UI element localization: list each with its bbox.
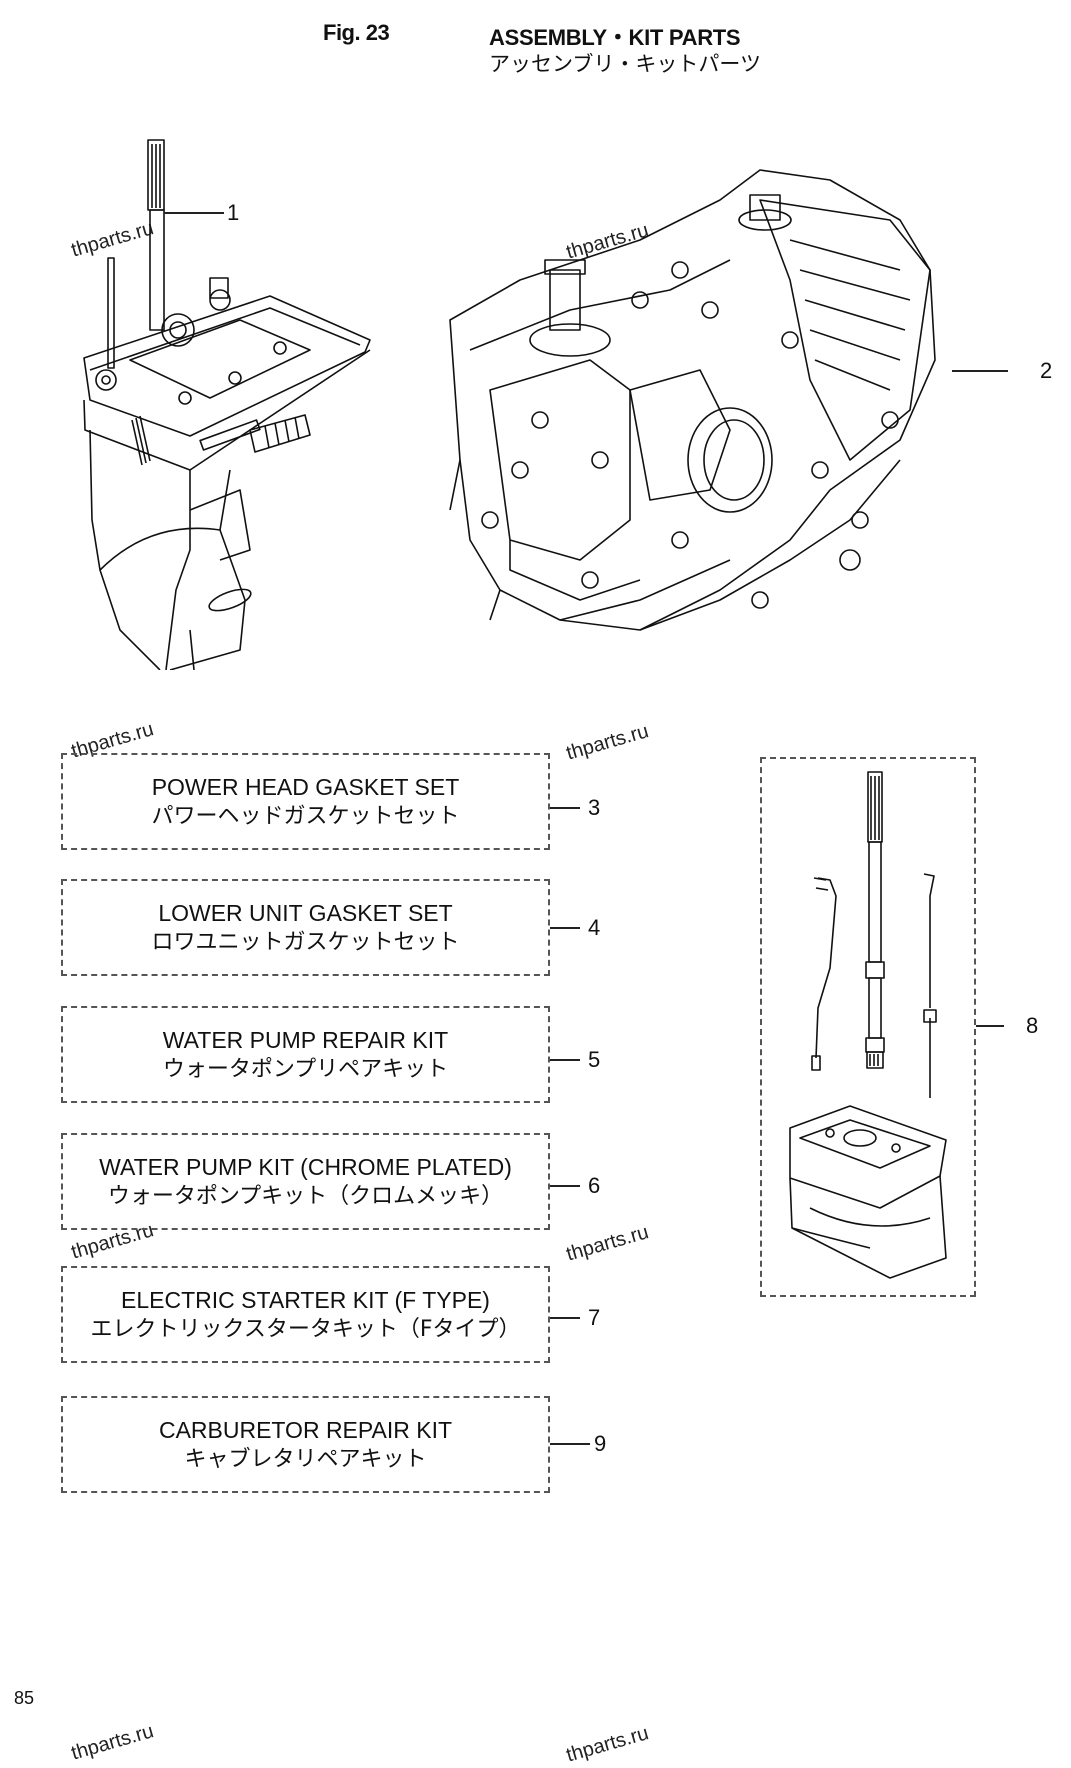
drive-shaft-kit-illustration: [770, 768, 966, 1288]
kit-name-japanese: ロワユニットガスケットセット: [151, 929, 460, 955]
kit-name-english: POWER HEAD GASKET SET: [151, 773, 460, 800]
callout-number-2: 2: [1040, 358, 1053, 383]
watermark: thparts.ru: [563, 1722, 652, 1767]
kit-name-japanese: ウォータポンプリペアキット: [162, 1056, 449, 1082]
kit-8-box: [760, 757, 976, 1297]
callout-number-3: 3: [588, 795, 601, 820]
callout-number-7: 7: [588, 1305, 601, 1330]
callout-line: [550, 807, 580, 809]
page-number: 85: [14, 1688, 35, 1708]
kit-box: WATER PUMP REPAIR KIT ウォータポンプリペアキット: [61, 1006, 550, 1103]
callout-number-5: 5: [588, 1047, 601, 1072]
kit-name-english: WATER PUMP KIT (CHROME PLATED): [99, 1153, 512, 1180]
kit-name-japanese: エレクトリックスタータキット（Fタイプ）: [90, 1316, 521, 1342]
kit-box: POWER HEAD GASKET SET パワーヘッドガスケットセット: [61, 753, 550, 850]
callout-line: [976, 1025, 1004, 1027]
kit-box: CARBURETOR REPAIR KIT キャブレタリペアキット: [61, 1396, 550, 1493]
callout-line: [550, 1185, 580, 1187]
page-title-japanese: アッセンブリ・キットパーツ: [489, 52, 761, 76]
kit-box: WATER PUMP KIT (CHROME PLATED) ウォータポンプキッ…: [61, 1133, 550, 1230]
kit-name-english: LOWER UNIT GASKET SET: [158, 899, 453, 926]
kit-name-english: CARBURETOR REPAIR KIT: [158, 1416, 453, 1443]
kit-name-japanese: キャブレタリペアキット: [184, 1446, 427, 1472]
callout-line: [550, 927, 580, 929]
callout-number-6: 6: [588, 1173, 601, 1198]
lower-unit-illustration: [70, 130, 380, 670]
kit-box: LOWER UNIT GASKET SET ロワユニットガスケットセット: [61, 879, 550, 976]
kit-box: ELECTRIC STARTER KIT (F TYPE) エレクトリックスター…: [61, 1266, 550, 1363]
watermark: thparts.ru: [68, 1720, 157, 1765]
callout-line: [550, 1059, 580, 1061]
callout-line: [550, 1443, 590, 1445]
power-head-illustration: [430, 160, 960, 640]
callout-number-1: 1: [227, 200, 240, 225]
kit-name-japanese: ウォータポンプキット（クロムメッキ）: [107, 1183, 504, 1209]
callout-number-9: 9: [594, 1431, 607, 1456]
callout-line: [164, 212, 224, 214]
callout-line: [550, 1317, 580, 1319]
callout-line: [952, 370, 1008, 372]
figure-number: Fig. 23: [323, 20, 390, 45]
watermark: thparts.ru: [563, 1221, 652, 1266]
callout-number-8: 8: [1026, 1013, 1039, 1038]
kit-name-english: WATER PUMP REPAIR KIT: [162, 1026, 449, 1053]
kit-name-english: ELECTRIC STARTER KIT (F TYPE): [121, 1286, 490, 1313]
callout-number-4: 4: [588, 915, 601, 940]
kit-name-japanese: パワーヘッドガスケットセット: [151, 803, 460, 829]
watermark: thparts.ru: [563, 720, 652, 765]
page-title: ASSEMBLY・KIT PARTS: [489, 25, 741, 50]
